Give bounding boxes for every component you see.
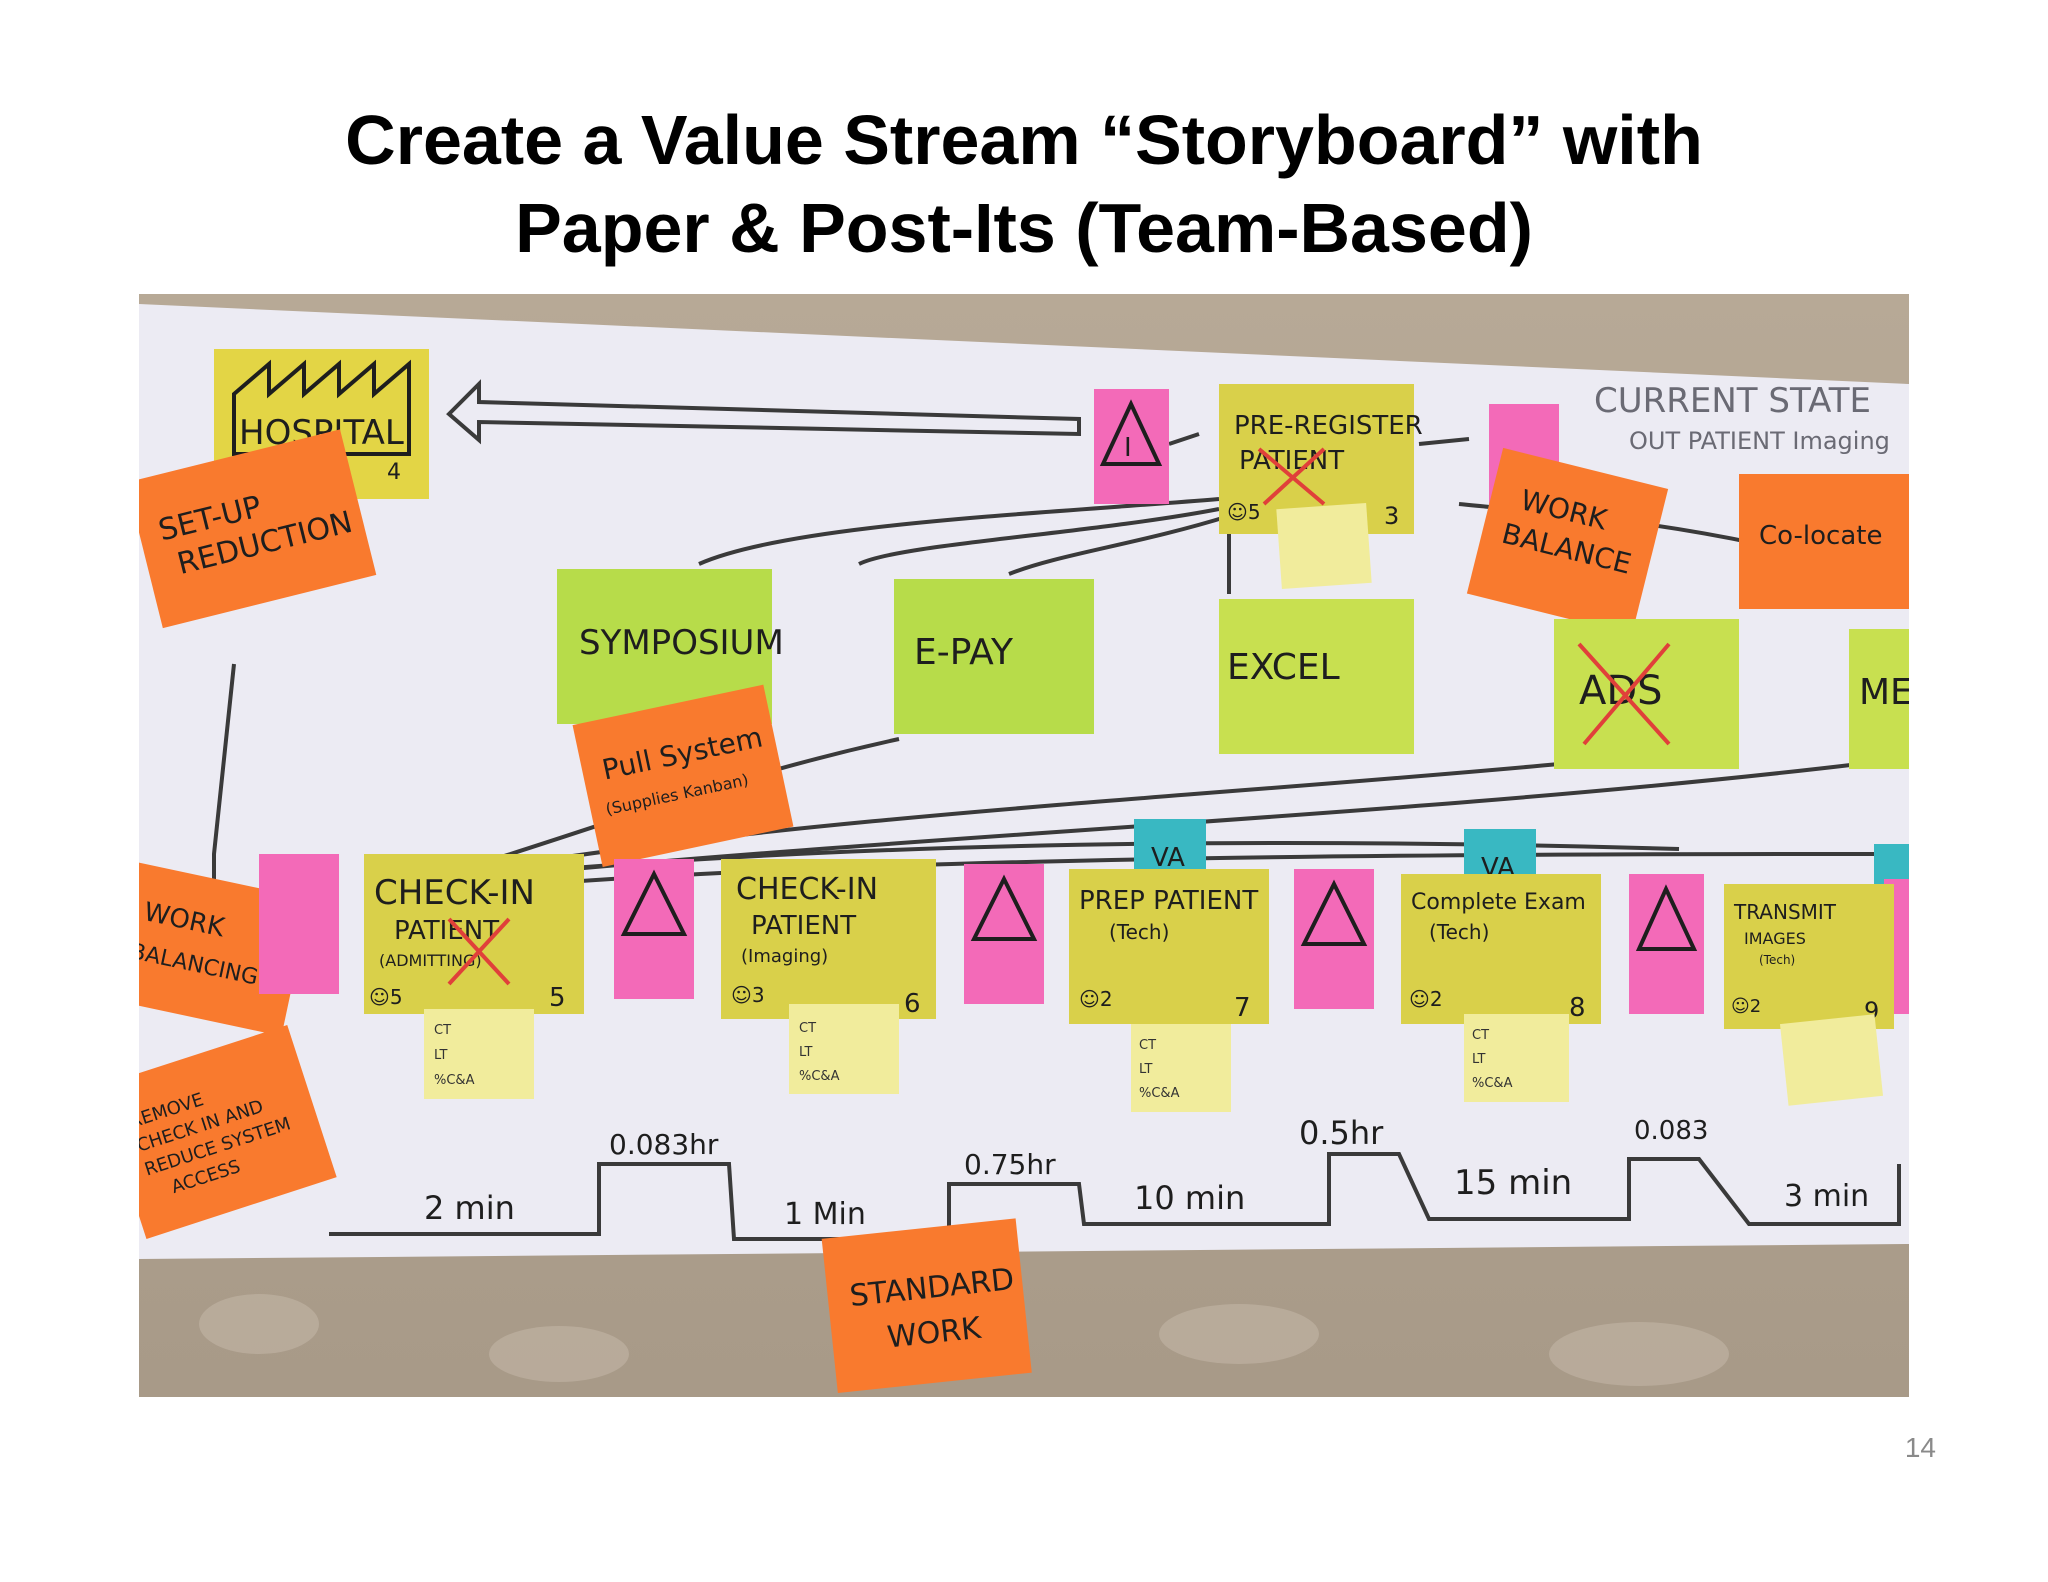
process-line-1: CHECK-IN bbox=[736, 872, 878, 907]
data-box-lt: LT bbox=[799, 1045, 812, 1060]
hospital-number: 4 bbox=[387, 460, 401, 485]
system-postit bbox=[1219, 599, 1414, 754]
process-line-2: PATIENT bbox=[751, 911, 856, 941]
process-inventories bbox=[259, 854, 1909, 1014]
process-line-2: PATIENT bbox=[394, 916, 499, 946]
work-balance-top-burst: WORK BALANCE bbox=[1466, 447, 1669, 635]
process-line-1: TRANSMIT bbox=[1733, 900, 1837, 924]
process-number: 5 bbox=[549, 983, 566, 1013]
pre-register-postit: PRE-REGISTER PATIENT ☺5 3 bbox=[1219, 384, 1423, 590]
data-box bbox=[1464, 1014, 1569, 1102]
process-box: CHECK-IN PATIENT (ADMITTING) ☺5 5 CT LT … bbox=[364, 854, 584, 1099]
process-line-3: (Tech) bbox=[1759, 953, 1795, 967]
data-box-lt: LT bbox=[434, 1048, 447, 1063]
pre-register-operators: ☺5 bbox=[1227, 500, 1261, 524]
process-number: 7 bbox=[1234, 993, 1251, 1023]
wallpaper-pattern bbox=[199, 1294, 1729, 1386]
inventory-postit bbox=[259, 854, 339, 994]
system-postits: SYMPOSIUM E-PAY EXCEL ADS ME bbox=[557, 569, 1909, 769]
wait-time: 0.5hr bbox=[1299, 1114, 1384, 1152]
remove-checkin-burst: REMOVE CHECK IN AND REDUCE SYSTEM ACCESS bbox=[139, 1024, 337, 1239]
wait-time: 0.083hr bbox=[609, 1128, 719, 1161]
process-operators: ☺3 bbox=[731, 983, 765, 1007]
process-line-3: (Imaging) bbox=[741, 946, 828, 967]
pre-register-number: 3 bbox=[1384, 502, 1399, 530]
va-label: VA bbox=[1151, 843, 1185, 873]
process-line-1: CHECK-IN bbox=[374, 873, 535, 913]
process-operators: ☺2 bbox=[1409, 987, 1443, 1011]
process-line-1: Complete Exam bbox=[1411, 890, 1586, 915]
board-header-line-1: CURRENT STATE bbox=[1594, 381, 1871, 421]
system-label: E-PAY bbox=[914, 632, 1014, 673]
data-box-ct: CT bbox=[434, 1023, 451, 1038]
standard-work-burst: STANDARD WORK bbox=[821, 1218, 1032, 1393]
data-box-lt: LT bbox=[1472, 1052, 1485, 1067]
colocate-label: Co-locate bbox=[1759, 521, 1882, 551]
process-operators: ☺2 bbox=[1079, 987, 1113, 1011]
pull-system-burst: Pull System (Supplies Kanban) bbox=[572, 684, 794, 868]
title-line-2: Paper & Post-Its (Team-Based) bbox=[515, 189, 1533, 267]
process-line-2: IMAGES bbox=[1744, 929, 1806, 948]
pre-register-line-2: PATIENT bbox=[1239, 446, 1344, 476]
slide-title: Create a Value Stream “Storyboard” with … bbox=[0, 96, 2048, 272]
data-box-ct: CT bbox=[799, 1021, 816, 1036]
data-box bbox=[424, 1009, 534, 1099]
inventory-label: I bbox=[1124, 433, 1132, 463]
process-box: TRANSMIT IMAGES (Tech) ☺2 9 bbox=[1724, 884, 1894, 1106]
pre-register-line-1: PRE-REGISTER bbox=[1234, 411, 1423, 441]
data-box bbox=[789, 1004, 899, 1094]
data-box bbox=[1779, 1014, 1884, 1106]
data-box-pca: %C&A bbox=[434, 1073, 475, 1088]
data-box-ct: CT bbox=[1472, 1028, 1489, 1043]
colocate-burst: Co-locate bbox=[1739, 474, 1909, 609]
system-label: ME bbox=[1859, 672, 1909, 713]
timeline-labels: 0.083hr 0.75hr 0.5hr 0.083 2 min 1 Min 1… bbox=[424, 1114, 1869, 1232]
process-operators: ☺5 bbox=[369, 985, 403, 1009]
system-postit bbox=[1849, 629, 1909, 769]
system-label: EXCEL bbox=[1227, 647, 1340, 688]
process-time: 3 min bbox=[1784, 1179, 1869, 1214]
process-line-2: (Tech) bbox=[1429, 920, 1489, 944]
process-line-1: PREP PATIENT bbox=[1079, 886, 1258, 916]
process-boxes: CHECK-IN PATIENT (ADMITTING) ☺5 5 CT LT … bbox=[364, 854, 1894, 1112]
storyboard-photo: HOSPITAL 4 SET-UP REDUCTION I PRE-REGIST… bbox=[139, 294, 1909, 1397]
data-box-pca: %C&A bbox=[799, 1069, 840, 1084]
wait-time: 0.75hr bbox=[964, 1148, 1056, 1181]
process-time: 1 Min bbox=[784, 1197, 866, 1232]
process-time: 15 min bbox=[1454, 1163, 1572, 1203]
process-operators: ☺2 bbox=[1731, 996, 1761, 1017]
title-line-1: Create a Value Stream “Storyboard” with bbox=[345, 101, 1703, 179]
storyboard-drawing: HOSPITAL 4 SET-UP REDUCTION I PRE-REGIST… bbox=[139, 304, 1909, 1393]
process-box: Complete Exam (Tech) ☺2 8 CT LT %C&A bbox=[1401, 874, 1601, 1102]
process-number: 8 bbox=[1569, 993, 1586, 1023]
data-box bbox=[1131, 1024, 1231, 1112]
process-box: CHECK-IN PATIENT (Imaging) ☺3 6 CT LT %C… bbox=[721, 859, 936, 1094]
data-box-lt: LT bbox=[1139, 1062, 1152, 1077]
data-box-pca: %C&A bbox=[1472, 1076, 1513, 1091]
system-label: SYMPOSIUM bbox=[579, 623, 784, 663]
wait-time: 0.083 bbox=[1634, 1116, 1708, 1146]
process-time: 10 min bbox=[1134, 1179, 1245, 1217]
process-box: PREP PATIENT (Tech) ☺2 7 CT LT %C&A bbox=[1069, 869, 1269, 1112]
setup-reduction-burst: SET-UP REDUCTION bbox=[139, 429, 377, 629]
process-time: 2 min bbox=[424, 1189, 515, 1227]
system-postit bbox=[894, 579, 1094, 734]
board-header-line-2: OUT PATIENT Imaging bbox=[1629, 427, 1890, 455]
process-number: 6 bbox=[904, 989, 921, 1019]
data-box-ct: CT bbox=[1139, 1038, 1156, 1053]
page-number: 14 bbox=[1904, 1432, 1936, 1463]
inventory-top-1: I bbox=[1094, 389, 1169, 504]
process-line-3: (ADMITTING) bbox=[379, 951, 482, 970]
data-box-pca: %C&A bbox=[1139, 1086, 1180, 1101]
process-line-2: (Tech) bbox=[1109, 920, 1169, 944]
